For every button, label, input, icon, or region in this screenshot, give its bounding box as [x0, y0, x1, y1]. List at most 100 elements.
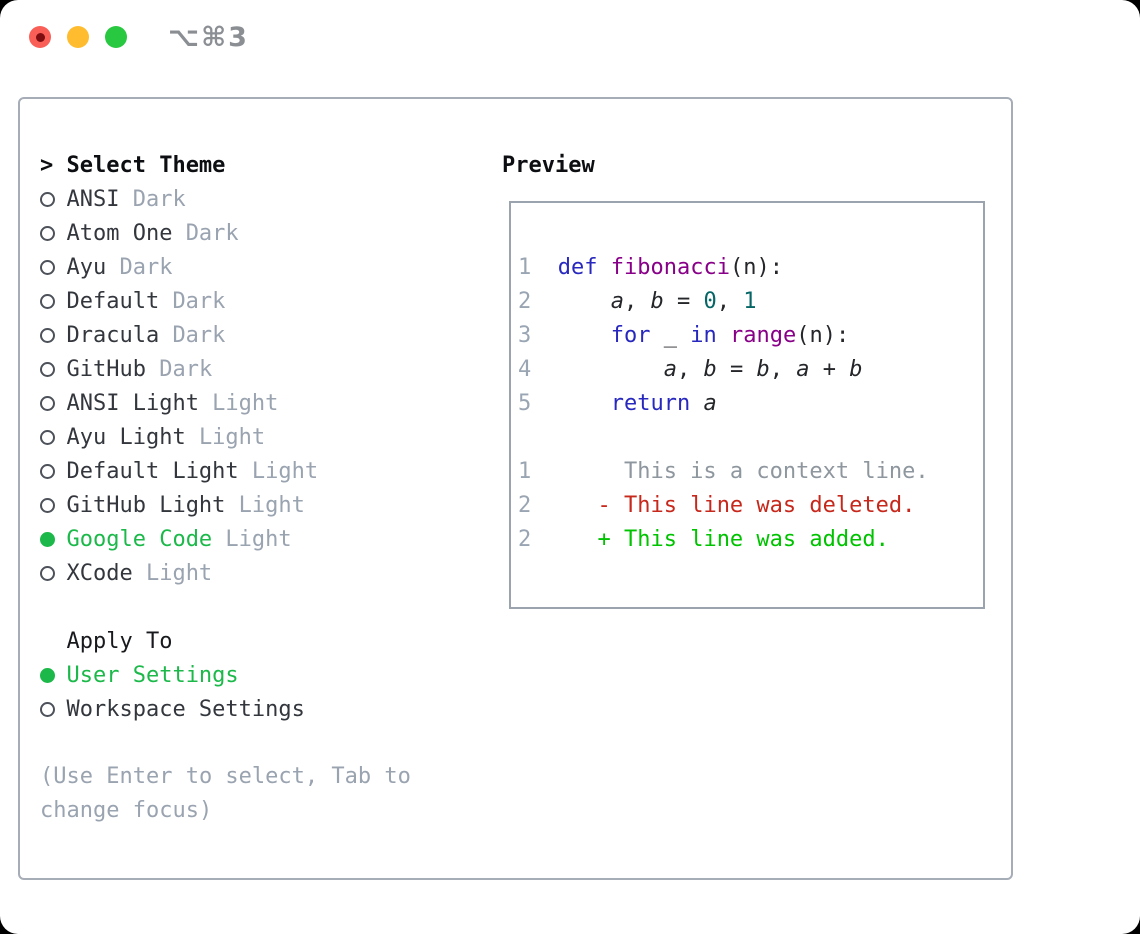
- line-number: 2: [518, 526, 532, 552]
- preview-title: Preview: [502, 152, 595, 178]
- radio-icon: [40, 259, 55, 275]
- theme-item-label: XCode: [66, 560, 133, 586]
- code-line: 4 a, b = b, a + b: [518, 352, 983, 386]
- theme-item-dracula[interactable]: Dracula Dark: [40, 318, 437, 352]
- theme-item-label: Google Code: [66, 526, 213, 552]
- radio-icon: [40, 463, 55, 479]
- radio-selected-icon: [40, 667, 55, 683]
- code-token: [558, 357, 664, 382]
- line-number: 5: [518, 390, 532, 416]
- line-number: 1: [518, 254, 532, 280]
- select-theme-header: >Select Theme: [40, 148, 437, 182]
- code-token: 1: [743, 288, 757, 314]
- radio-marker: [40, 531, 66, 547]
- theme-item-label: ANSI Light: [66, 390, 199, 416]
- radio-marker: [40, 701, 66, 717]
- code-token: [717, 323, 730, 348]
- theme-variant-label: Dark: [185, 220, 239, 246]
- theme-item-label: Ayu Light: [66, 424, 186, 450]
- apply-option-label: User Settings: [66, 662, 239, 688]
- theme-item-ansi-light[interactable]: ANSI Light Light: [40, 386, 437, 420]
- code-token: ,: [769, 356, 797, 382]
- code-token: ,: [716, 288, 744, 314]
- minimize-button[interactable]: [67, 26, 89, 48]
- traffic-lights: [29, 26, 127, 48]
- theme-item-atom-one[interactable]: Atom One Dark: [40, 216, 437, 250]
- code-token: [558, 323, 611, 348]
- code-token: in: [690, 322, 717, 348]
- code-token: fibonacci: [610, 254, 730, 280]
- apply-option-user-settings[interactable]: User Settings: [40, 658, 437, 692]
- apply-option-label: Workspace Settings: [66, 696, 305, 722]
- select-theme-title: Select Theme: [66, 152, 226, 178]
- radio-icon: [40, 361, 55, 377]
- code-token: b: [849, 356, 863, 382]
- code-token: [690, 391, 703, 416]
- radio-marker: [40, 565, 66, 581]
- code-token: 0: [703, 288, 717, 314]
- radio-icon: [40, 191, 55, 207]
- close-dot-icon: [35, 32, 45, 42]
- code-line: [518, 420, 983, 454]
- titlebar: ⌥⌘3: [0, 0, 1140, 80]
- code-token: [558, 289, 611, 314]
- theme-variant-label: Light: [212, 390, 279, 416]
- hint-text: (Use Enter to select, Tab to change focu…: [40, 764, 411, 823]
- radio-selected-icon: [40, 531, 55, 547]
- code-line: 3 for _ in range(n):: [518, 318, 983, 352]
- code-token: b: [650, 288, 664, 314]
- radio-marker: [40, 225, 66, 241]
- code-token: b: [703, 356, 717, 382]
- radio-marker: [40, 191, 66, 207]
- code-token: (n):: [796, 322, 850, 348]
- code-token: a: [610, 288, 624, 314]
- radio-marker: [40, 395, 66, 411]
- code-line: 5 return a: [518, 386, 983, 420]
- code-line: 2 - This line was deleted.: [518, 488, 983, 522]
- theme-item-label: Dracula: [66, 322, 160, 348]
- code-token: (n):: [729, 254, 783, 280]
- radio-icon: [40, 701, 55, 717]
- radio-marker: [40, 667, 66, 683]
- radio-marker: [40, 293, 66, 309]
- theme-item-label: Atom One: [66, 220, 173, 246]
- apply-option-workspace-settings[interactable]: Workspace Settings: [40, 692, 437, 726]
- theme-item-label: Default: [66, 288, 160, 314]
- theme-variant-label: Dark: [172, 322, 226, 348]
- code-token: [558, 493, 598, 518]
- spacer: [40, 590, 437, 624]
- code-token: range: [729, 322, 797, 348]
- close-button[interactable]: [29, 26, 51, 48]
- line-number: 2: [518, 492, 532, 518]
- code-token: [558, 527, 598, 552]
- radio-icon: [40, 225, 55, 241]
- theme-item-label: Default Light: [66, 458, 239, 484]
- code-token: a: [663, 356, 677, 382]
- apply-to-title: Apply To: [66, 628, 173, 654]
- zoom-button[interactable]: [105, 26, 127, 48]
- code-token: + This line was added.: [597, 526, 889, 552]
- spacer: [40, 726, 437, 760]
- code-line: 1 This is a context line.: [518, 454, 983, 488]
- radio-icon: [40, 395, 55, 411]
- code-line: 2 a, b = 0, 1: [518, 284, 983, 318]
- radio-marker: [40, 497, 66, 513]
- theme-item-label: GitHub: [66, 356, 146, 382]
- theme-variant-label: Dark: [119, 254, 173, 280]
- radio-icon: [40, 429, 55, 445]
- line-number: 3: [518, 322, 532, 348]
- radio-icon: [40, 327, 55, 343]
